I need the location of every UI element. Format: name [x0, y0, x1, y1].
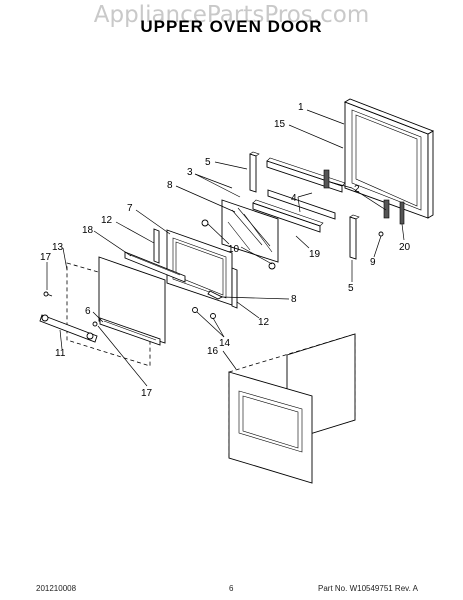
part-screw[interactable]	[378, 231, 384, 237]
callout-8-upper: 8	[167, 180, 173, 191]
callout-16: 16	[207, 346, 219, 357]
leader-lines	[46, 109, 405, 387]
part-outer-glass-assembly[interactable]	[66, 256, 166, 367]
callout-14: 14	[219, 338, 231, 349]
callout-19: 19	[309, 249, 321, 260]
part-bracket-lower[interactable]	[207, 290, 224, 300]
part-screw-set[interactable]	[192, 307, 216, 319]
callout-11: 11	[55, 348, 66, 359]
footer-part-number: Part No. W10549751 Rev. A	[318, 584, 418, 593]
callout-12-upper: 12	[101, 215, 113, 226]
part-channel-horizontal-lower[interactable]	[252, 199, 324, 233]
callout-8-lower: 8	[291, 294, 297, 305]
callout-17-lower: 17	[141, 388, 153, 399]
part-door-assembly[interactable]	[228, 333, 356, 484]
part-outer-door-panel[interactable]	[343, 98, 435, 219]
callout-3: 3	[187, 167, 193, 178]
callout-7: 7	[127, 203, 133, 214]
part-channel-upper[interactable]	[249, 151, 260, 193]
watermark: AppliancePartsPros.com	[93, 2, 370, 28]
part-door-handle[interactable]	[39, 314, 98, 343]
part-channel-lower[interactable]	[349, 214, 360, 260]
callout-5-lower: 5	[348, 283, 354, 294]
callout-10: 10	[228, 244, 240, 255]
part-inner-glass[interactable]	[221, 199, 279, 263]
callout-2: 2	[354, 184, 360, 195]
callout-13: 13	[52, 242, 64, 253]
callout-12-lower: 12	[258, 317, 270, 328]
part-spacer[interactable]	[201, 219, 276, 270]
callout-1: 1	[298, 102, 304, 113]
part-screw-17-upper[interactable]	[43, 291, 53, 297]
footer-page-number: 6	[229, 584, 234, 593]
callout-6: 6	[85, 306, 91, 317]
callout-9: 9	[370, 257, 376, 268]
callout-18: 18	[82, 225, 94, 236]
part-gasket-strip[interactable]	[124, 251, 186, 283]
part-channel-horizontal-upper[interactable]	[266, 157, 346, 220]
callout-20: 20	[399, 242, 411, 253]
footer-code: 201210008	[36, 584, 77, 593]
callout-15: 15	[274, 119, 286, 130]
part-trim-upper[interactable]	[153, 228, 160, 264]
callout-17-upper: 17	[40, 252, 52, 263]
callout-5-upper: 5	[205, 157, 211, 168]
callout-labels: 1 15 5 3 8 4 2 7 12 18 13 17 10 19 9 20 …	[40, 102, 411, 399]
part-screw-17-lower[interactable]	[92, 321, 98, 327]
part-vent-strip[interactable]	[99, 317, 161, 346]
page-title: UPPER OVEN DOOR	[140, 17, 323, 36]
part-trim-lower[interactable]	[231, 267, 238, 309]
callout-4: 4	[291, 193, 297, 204]
